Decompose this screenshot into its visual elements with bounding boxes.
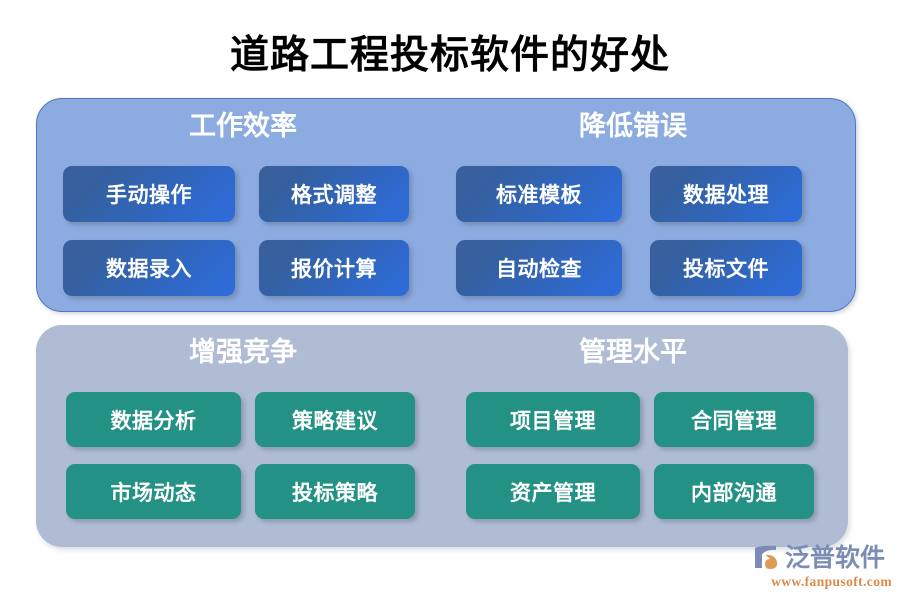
fanpu-swirl-icon	[752, 544, 782, 572]
logo-website-url: www.fanpusoft.com	[771, 574, 892, 589]
node-manual-operation[interactable]: 手动操作	[63, 166, 235, 222]
page-title: 道路工程投标软件的好处	[229, 34, 670, 77]
node-data-analysis[interactable]: 数据分析	[66, 392, 241, 447]
logo-row: 泛普软件	[752, 543, 892, 573]
node-format-adjustment[interactable]: 格式调整	[259, 166, 409, 222]
node-quote-calculation[interactable]: 报价计算	[259, 240, 409, 296]
node-strategy-advice[interactable]: 策略建议	[255, 392, 415, 447]
node-market-trends[interactable]: 市场动态	[66, 464, 241, 519]
node-asset-management[interactable]: 资产管理	[466, 464, 640, 519]
node-contract-management[interactable]: 合同管理	[654, 392, 814, 447]
group-heading-reduce-errors: 降低错误	[579, 111, 687, 141]
node-bidding-strategy[interactable]: 投标策略	[255, 464, 415, 519]
logo-brand-name: 泛普软件	[785, 544, 886, 572]
group-heading-work-efficiency: 工作效率	[189, 111, 297, 141]
node-auto-check[interactable]: 自动检查	[456, 240, 622, 296]
group-heading-management-level: 管理水平	[579, 337, 687, 367]
node-bid-document[interactable]: 投标文件	[650, 240, 802, 296]
group-heading-enhance-competition: 增强竞争	[189, 337, 297, 367]
node-data-entry[interactable]: 数据录入	[63, 240, 235, 296]
node-standard-template[interactable]: 标准模板	[456, 166, 622, 222]
node-data-processing[interactable]: 数据处理	[650, 166, 802, 222]
node-project-management[interactable]: 项目管理	[466, 392, 640, 447]
node-internal-communication[interactable]: 内部沟通	[654, 464, 814, 519]
brand-logo[interactable]: 泛普软件 www.fanpusoft.com	[752, 543, 892, 591]
